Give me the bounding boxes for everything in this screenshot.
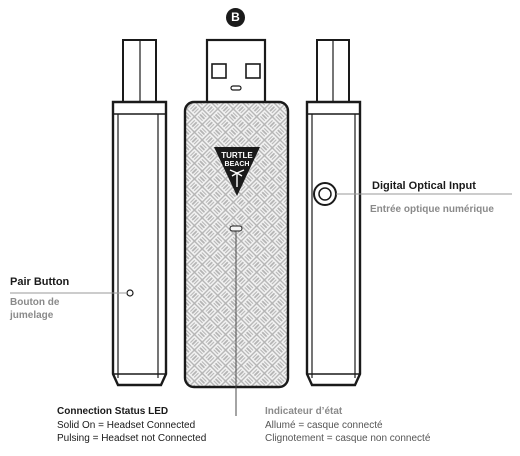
optical-input-label-fr: Entrée optique numérique bbox=[370, 204, 494, 215]
right-side-view bbox=[305, 39, 362, 387]
status-led-line-2: Pulsing = Headset not Connected bbox=[57, 433, 207, 444]
optical-input-label: Digital Optical Input bbox=[372, 180, 476, 192]
svg-text:TURTLE: TURTLE bbox=[221, 151, 253, 160]
status-fr-title: Indicateur d’état bbox=[265, 406, 343, 417]
status-led bbox=[229, 225, 243, 232]
status-led-title: Connection Status LED bbox=[57, 406, 169, 417]
status-fr-line-2: Clignotement = casque non connecté bbox=[265, 433, 431, 444]
status-led-line-1: Solid On = Headset Connected bbox=[57, 420, 196, 431]
section-badge: B bbox=[226, 8, 245, 27]
turtle-beach-logo: TURTLE BEACH bbox=[214, 147, 260, 196]
status-fr-line-1: Allumé = casque connecté bbox=[265, 420, 383, 431]
pair-button-label-fr-1: Bouton de bbox=[10, 297, 60, 308]
svg-text:BEACH: BEACH bbox=[225, 161, 250, 168]
pair-button-label-fr-2: jumelage bbox=[10, 310, 54, 321]
left-side-view bbox=[111, 39, 168, 387]
pair-button-label: Pair Button bbox=[10, 276, 70, 288]
pair-button-dot bbox=[126, 289, 134, 297]
